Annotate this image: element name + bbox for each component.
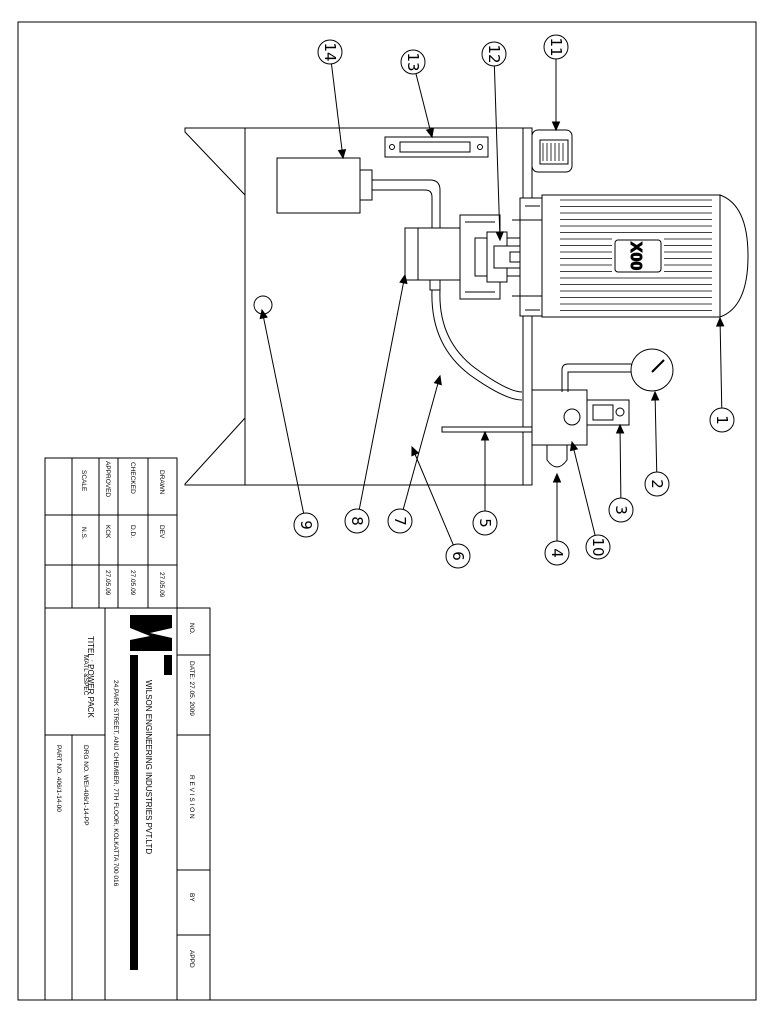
part-balloon-9 — [293, 512, 319, 538]
balloon-number-10: 10 — [589, 537, 607, 556]
valve-manifold — [531, 389, 630, 446]
relief-valve-knob — [546, 444, 568, 468]
title-block-matl-spec-label: MATL &SPEC — [82, 655, 89, 696]
balloon-number-11: 11 — [547, 37, 565, 56]
title-block-drawn-date: 27.05.09 — [158, 572, 165, 598]
title-block-drg-no: DRG NO. WEI-406/1-14-PP — [82, 745, 89, 826]
balloon-number-2: 2 — [648, 479, 666, 489]
balloon-number-5: 5 — [476, 518, 494, 528]
part-balloon-3 — [608, 497, 634, 523]
balloon-number-4: 4 — [548, 548, 566, 558]
title-block-rev-no-label: NO. — [188, 623, 195, 635]
balloon-number-9: 9 — [297, 520, 315, 530]
motor-nameplate: X00 — [627, 242, 644, 271]
part-balloon-7 — [387, 508, 413, 534]
part-balloon-5 — [472, 510, 498, 536]
part-balloon-1 — [709, 407, 735, 433]
balloon-number-1: 1 — [713, 415, 731, 425]
company-logo — [130, 615, 172, 970]
level-gauge — [384, 136, 489, 158]
part-balloon-6 — [445, 543, 471, 569]
return-line — [441, 426, 533, 433]
balloon-number-14: 14 — [321, 42, 339, 61]
balloon-number-6: 6 — [449, 551, 467, 561]
title-block-scale-value: N.S. — [80, 527, 87, 540]
part-balloon-11 — [543, 34, 569, 60]
title-block-approved-by: KCK — [104, 525, 111, 539]
title-block-drawing-title: TITEL : POWER PACK — [86, 636, 95, 718]
part-balloon-10 — [585, 534, 611, 560]
part-balloon-12 — [481, 41, 507, 67]
title-block-checked-date: 27.05.09 — [129, 570, 136, 596]
title-block-approved-label: APPROVED — [104, 461, 111, 497]
title-block-revision-label: R E V I S I O N — [188, 775, 195, 819]
title-block-by-label: BY — [188, 893, 195, 902]
balloon-number-12: 12 — [485, 44, 503, 63]
title-block-company-address: 24,PARK STREET, ANIJ CHEMBER, 7TH FLOOR,… — [112, 680, 119, 887]
part-balloon-2 — [644, 471, 670, 497]
balloon-number-7: 7 — [391, 516, 409, 526]
title-block-approved-date: 27.05.09 — [104, 570, 111, 596]
title-block-checked-by: D.D. — [129, 525, 136, 538]
title-block-part-no: PART NO. 406/1-14-00 — [55, 745, 62, 812]
title-block-rev-date: DATE: 27.05. 2009 — [188, 661, 195, 716]
sheet-border — [17, 21, 757, 1001]
title-block-checked-label: CHECKED — [129, 462, 136, 494]
pressure-gauge — [630, 348, 674, 392]
title-block-scale-label: SCALE — [80, 470, 87, 492]
title-block-drawn-label: DRAWN — [158, 470, 165, 495]
part-balloon-8 — [344, 508, 370, 534]
leader-lines — [259, 59, 725, 546]
title-block — [44, 457, 211, 1001]
part-balloon-14 — [317, 39, 343, 65]
electric-motor: X00 — [541, 194, 749, 318]
balloon-number-8: 8 — [348, 516, 366, 526]
part-balloon-13 — [400, 49, 426, 75]
title-block-appd-label: APPD — [188, 950, 195, 968]
title-block-company-name: WILSON ENGINEERING INDUSTRIES PVT.LTD — [144, 680, 153, 854]
suction-filter — [276, 157, 441, 232]
motor-terminal-box — [531, 129, 573, 173]
part-balloon-4 — [544, 540, 570, 566]
return-hose — [431, 289, 523, 401]
balloon-number-13: 13 — [404, 52, 422, 71]
title-block-drawn-by: DEV — [158, 525, 165, 539]
balloon-number-3: 3 — [612, 505, 630, 515]
